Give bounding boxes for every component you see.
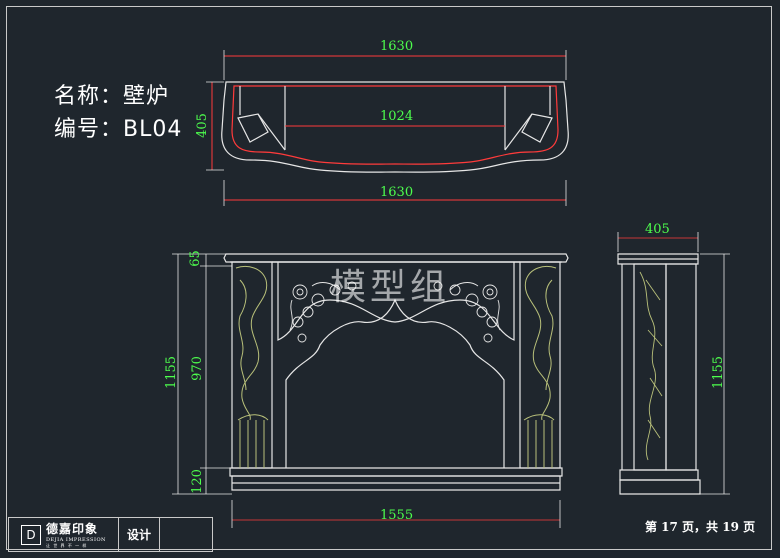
side-elevation [617,253,701,495]
dim-top-bottom-width: 1630 [380,185,414,200]
side-dim-lines [617,232,730,495]
drawing-code: 编号：BL04 [54,117,183,142]
design-label: 设计 [119,518,160,551]
plan-view [221,81,569,173]
logo-mark: D [21,524,41,545]
company-logo: D 德嘉印象 DEJIA IMPRESSION 让 世 界 不 一 样 [9,518,119,551]
page-info: 第 17 页，共 19 页 [645,520,756,534]
dim-front-base-height: 120 [189,469,205,494]
dim-side-depth: 405 [645,222,670,237]
front-dim-lines [172,253,561,528]
dim-side-height: 1155 [711,355,727,390]
front-carving-left [235,266,269,468]
front-elevation [223,253,569,491]
logo-en: DEJIA IMPRESSION [46,537,106,543]
plan-dim-lines [206,50,567,206]
dim-top-overall-width: 1630 [380,39,414,54]
logo-sub: 让 世 界 不 一 样 [46,543,88,548]
design-field [160,518,212,551]
watermark: 模型组 [330,267,451,308]
side-carving [639,271,663,461]
dim-front-middle-height: 970 [189,356,205,381]
dim-front-top-height: 65 [187,250,203,267]
front-carving-right [523,266,557,468]
dim-top-inner-width: 1024 [380,109,414,124]
dim-front-overall-height: 1155 [164,355,180,390]
drawing-name: 名称：壁炉 [54,84,170,109]
logo-name: 德嘉印象 [46,522,99,536]
sheet-border [6,6,772,550]
title-block: D 德嘉印象 DEJIA IMPRESSION 让 世 界 不 一 样 设计 [8,517,213,552]
front-floral-carving [289,281,501,343]
dim-front-width: 1555 [380,508,414,523]
dim-top-depth: 405 [194,113,210,138]
